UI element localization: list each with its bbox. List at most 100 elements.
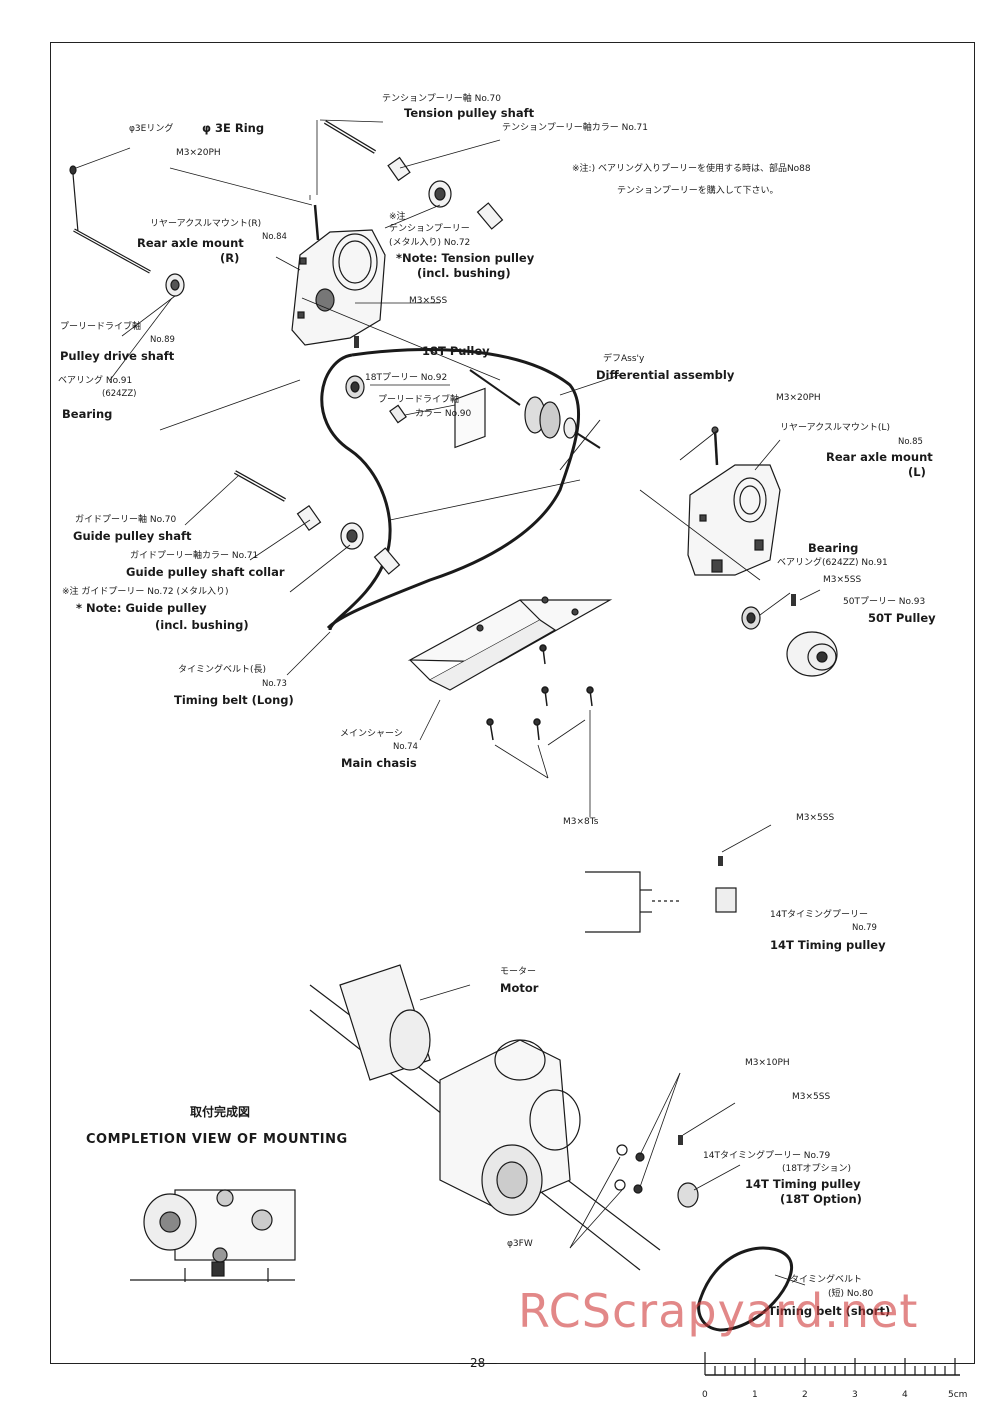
m3x5ss-label-c: M3×5SS [796,813,835,823]
tension-pulley-jp2: (メタル入り) No.72 [389,238,471,248]
tension-pulley-part [428,180,452,208]
differential-part [469,369,601,449]
guide-pulley-en2: (incl. bushing) [155,618,249,632]
bearing-en: Bearing [62,407,113,421]
belt-long-jp: タイミングベルト(長) [178,665,267,675]
tension-collar-jp: テンションプーリー軸カラー No.71 [502,123,648,133]
bearing-part [165,273,185,297]
tension-pulley-en2: (incl. bushing) [417,266,511,280]
ruler-tick-2: 2 [802,1390,808,1400]
scale-ruler [704,1352,960,1376]
ruler-tick-3: 3 [852,1390,858,1400]
rear-mount-r-jp: リヤーアクスルマウント(R) [150,219,262,229]
guide-pulley-jp: ※注 ガイドプーリー No.72 (メタル入り) [62,587,229,597]
belt-short-jp1: タイミングベルト [790,1275,863,1285]
rear-mount-r-no: No.84 [262,232,287,242]
tension-shaft-jp: テンションプーリー軸 No.70 [382,94,501,104]
guide-pulley-en1: * Note: Guide pulley [76,601,207,615]
m3x8ts-label: M3×8Ts [563,817,599,827]
guide-shaft-en: Guide pulley shaft [73,529,192,543]
timing-belt-short-part [697,1246,793,1332]
ruler-tick-1: 1 [752,1390,758,1400]
rear-mount-l-en2: (L) [908,465,926,479]
e-ring-en: φ 3E Ring [202,121,265,135]
bearing2-en: Bearing [808,541,859,555]
lower-assembly-part [309,964,699,1271]
note-line-1: ※注:) ベアリング入りプーリーを使用する時は、部品No88 [572,164,811,174]
rear-mount-r-en2: (R) [220,251,240,265]
guide-pulley-part [340,522,364,550]
timing14-en: 14T Timing pulley [770,938,886,952]
rear-mount-l-no: No.85 [898,437,923,447]
tension-shaft-en: Tension pulley shaft [404,106,535,120]
timing14b-jp1: 14Tタイミングプーリー No.79 [703,1151,831,1161]
ruler-tick-4: 4 [902,1390,908,1400]
pulley-drive-en: Pulley drive shaft [60,349,175,363]
rear-mount-l-en1: Rear axle mount [826,450,933,464]
guide-shaft-jp: ガイドプーリー軸 No.70 [75,515,177,525]
drive-collar-jp1: プーリードライブ軸 [378,395,460,405]
ruler-tick-0: 0 [702,1390,708,1400]
completion-title-en: COMPLETION VIEW OF MOUNTING [86,1132,348,1147]
ruler-tick-5: 5cm [948,1390,968,1400]
leader-lines [75,119,821,1286]
m3x20ph-label-b: M3×20PH [776,393,821,403]
m3x10ph-label: M3×10PH [745,1058,790,1068]
diff-jp: デフAss'y [603,354,645,364]
bearing-50t-part [741,594,838,677]
e-ring-part [69,165,79,233]
chassis-en: Main chasis [341,756,417,770]
pulley-50t-jp: 50Tプーリー No.93 [843,597,926,607]
timing14b-en2: (18T Option) [780,1192,862,1206]
timing14b-jp2: (18Tオプション) [782,1164,851,1174]
chassis-no: No.74 [393,742,418,752]
belt-long-en: Timing belt (Long) [174,693,294,707]
fw3-label: φ3FW [507,1239,533,1249]
pulley-18t-part [345,375,365,399]
m3x20ph-label-a: M3×20PH [176,148,221,158]
belt-long-no: No.73 [262,679,287,689]
watermark-text: RCScrapyard.net [518,1284,919,1338]
tension-pulley-mark: ※注 [389,212,406,222]
note-line-2: テンションプーリーを購入して下さい。 [617,186,779,196]
page-frame [50,42,975,1364]
rear-mount-l-jp: リヤーアクスルマウント(L) [780,423,890,433]
tension-pulley-jp: テンションプーリー [389,224,470,234]
tension-pulley-en1: *Note: Tension pulley [396,251,535,265]
timing14-jp: 14Tタイミングプーリー [770,910,868,920]
bearing2-jp: ベアリング(624ZZ) No.91 [777,558,888,568]
diff-en: Differential assembly [596,368,735,382]
rear-axle-mount-l-part [687,464,781,576]
page-number: —28— [458,1356,498,1370]
motor-outline-part [585,856,737,933]
drive-collar-jp2: カラー No.90 [415,409,472,419]
pulley-50t-en: 50T Pulley [868,611,936,625]
m3x5ss-label-b: M3×5SS [823,575,862,585]
e-ring-jp: φ3Eリング [129,124,174,134]
motor-jp: モーター [500,967,537,977]
m3x5ss-label-d: M3×5SS [792,1092,831,1102]
chassis-jp: メインシャーシ [340,729,403,739]
rear-axle-mount-r-part [291,204,386,346]
rear-axle-shaft-part [73,228,151,274]
belt-short-en: Timing belt (short) [768,1304,891,1318]
chassis-screws [486,644,594,741]
motor-en: Motor [500,981,539,995]
completion-title-jp: 取付完成図 [190,1105,251,1119]
m3x5ss-label-a: M3×5SS [409,296,448,306]
main-chassis-part [407,387,613,691]
pulley-drive-jp: プーリードライブ軸 [60,322,142,332]
belt-short-jp2: (短) No.80 [828,1289,874,1299]
timing14b-en1: 14T Timing pulley [745,1177,861,1191]
rear-mount-r-en1: Rear axle mount [137,236,244,250]
completion-view-drawing [130,1189,296,1282]
pulley-drive-no: No.89 [150,335,175,345]
timing14-no: No.79 [852,923,877,933]
pulley-18t-en: 18T Pulley [422,344,490,358]
guide-collar-jp: ガイドプーリー軸カラー No.71 [130,551,259,561]
guide-collar-en: Guide pulley shaft collar [126,565,285,579]
bearing-jp: ベアリング No.91 [58,376,133,386]
pulley-18t-jp: 18Tプーリー No.92 [365,373,448,383]
timing-belt-long-part [320,347,601,631]
